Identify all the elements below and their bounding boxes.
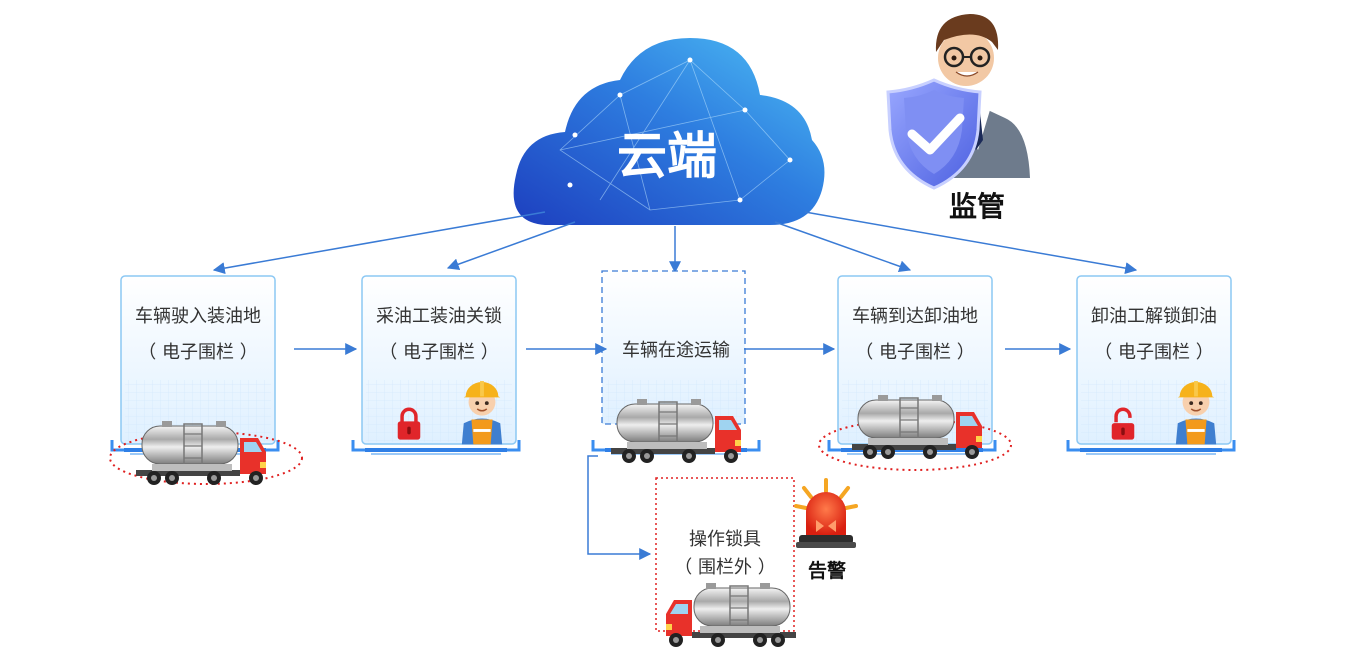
shield-check-icon bbox=[886, 78, 982, 190]
arrow-cloud-step4 bbox=[774, 221, 912, 273]
step-card-5: 卸油工解锁卸油 （ 电子围栏 ） bbox=[1066, 275, 1236, 457]
step-card-2: 采油工装油关锁 （ 电子围栏 ） bbox=[351, 275, 521, 457]
step-2-subtitle: （ 电子围栏 ） bbox=[379, 342, 498, 363]
step-card-4: 车辆到达卸油地 （ 电子围栏 ） bbox=[818, 275, 1012, 471]
arrow-cloud-step5 bbox=[804, 211, 1138, 275]
step-card-3: 车辆在途运输 bbox=[591, 270, 761, 464]
exception-box: 操作锁具 （ 围栏外 ） bbox=[655, 477, 797, 648]
cloud: 云端 bbox=[513, 38, 825, 225]
alarm-label: 告警 bbox=[808, 559, 846, 582]
step-3-title: 车辆在途运输 bbox=[622, 340, 730, 361]
alarm: 告警 bbox=[794, 478, 858, 582]
geofence-ring-1 bbox=[109, 431, 303, 485]
flow-arrows bbox=[294, 343, 1072, 560]
step-4-title: 车辆到达卸油地 bbox=[852, 306, 978, 327]
exception-subtitle: （ 围栏外 ） bbox=[674, 557, 775, 578]
step-4-subtitle: （ 电子围栏 ） bbox=[855, 342, 974, 363]
step-5-title: 卸油工解锁卸油 bbox=[1091, 306, 1217, 327]
exception-title: 操作锁具 bbox=[689, 529, 761, 550]
alarm-siren-icon bbox=[794, 478, 858, 548]
cloud-arrows bbox=[212, 211, 1138, 275]
supervisor: 监管 bbox=[886, 14, 1030, 223]
step-1-subtitle: （ 电子围栏 ） bbox=[138, 342, 257, 363]
step-card-1: 车辆驶入装油地 （ 电子围栏 ） bbox=[109, 275, 303, 486]
arrow-step3-exception bbox=[587, 455, 652, 560]
step-1-title: 车辆驶入装油地 bbox=[135, 306, 261, 327]
supervisor-label: 监管 bbox=[949, 190, 1005, 223]
arrow-cloud-step1 bbox=[212, 211, 546, 275]
geofence-ring-4 bbox=[818, 419, 1012, 471]
step-5-subtitle: （ 电子围栏 ） bbox=[1094, 342, 1213, 363]
arrow-cloud-step2 bbox=[446, 221, 576, 270]
cloud-label: 云端 bbox=[617, 127, 717, 185]
step-2-title: 采油工装油关锁 bbox=[376, 306, 502, 327]
